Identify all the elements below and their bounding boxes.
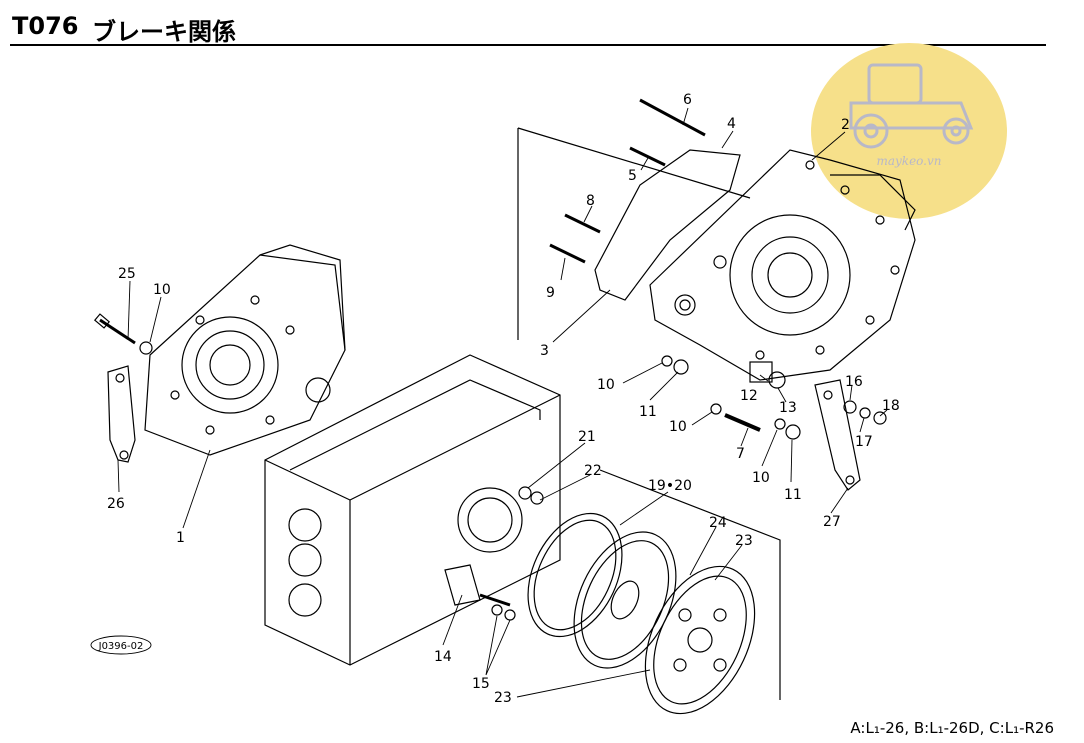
- nut-10: [139, 341, 153, 355]
- bolt-7: [724, 413, 761, 432]
- callout-7: 7: [736, 446, 745, 462]
- watermark-text: maykeo.vn: [876, 154, 941, 168]
- callout-16: 16: [845, 374, 863, 390]
- callout-1: 1: [176, 530, 185, 546]
- brake-lever-26: [107, 365, 136, 463]
- stud-6: [639, 98, 706, 137]
- callout-14: 14: [434, 649, 452, 665]
- callout-10-right: 10: [752, 470, 770, 486]
- callout-19-20: 19•20: [648, 478, 692, 494]
- plate-19-20: [527, 512, 623, 638]
- fitting-12: [749, 361, 773, 383]
- title-bar: T076 ブレーキ関係: [10, 8, 1046, 46]
- transmission-case: [264, 354, 561, 666]
- callout-12: 12: [740, 388, 758, 404]
- oring-22: [530, 491, 544, 505]
- page-code: T076: [12, 12, 79, 40]
- callout-23-top: 23: [735, 533, 753, 549]
- page-title: ブレーキ関係: [92, 18, 236, 46]
- callout-22: 22: [584, 463, 602, 479]
- nut-11b: [785, 424, 801, 440]
- brake-housing-left: [144, 244, 346, 456]
- pin-14: [444, 564, 481, 606]
- washer-10: [661, 355, 673, 367]
- callout-6: 6: [683, 92, 692, 108]
- disc-24: [573, 531, 677, 669]
- callout-13: 13: [779, 400, 797, 416]
- callout-11-mid: 11: [639, 404, 657, 420]
- model-note: A:L₁-26, B:L₁-26D, C:L₁-R26: [850, 719, 1054, 737]
- callout-18: 18: [882, 398, 900, 414]
- leader-lines: [117, 107, 888, 698]
- washer-17: [859, 407, 871, 419]
- drawing-ref-text: J0396-02: [98, 641, 144, 652]
- callout-25: 25: [118, 266, 136, 282]
- callout-21: 21: [578, 429, 596, 445]
- callout-26: 26: [107, 496, 125, 512]
- washer-10c: [774, 418, 786, 430]
- callout-10-bolt: 10: [669, 419, 687, 435]
- drawing-ref-tag: J0396-02: [90, 635, 152, 655]
- stud-8: [564, 213, 601, 234]
- callout-15: 15: [472, 676, 490, 692]
- callout-4: 4: [727, 116, 736, 132]
- callout-2: 2: [841, 117, 850, 133]
- callout-23-bottom: 23: [494, 690, 512, 706]
- stud-9: [549, 243, 586, 264]
- callout-10-mid: 10: [597, 377, 615, 393]
- callout-labels: 6 4 5 8 9 3 2 25 10 26 1 10 11 10 7 10 1…: [107, 92, 900, 706]
- seal-21: [518, 486, 532, 500]
- nut-11: [673, 359, 689, 375]
- stud-5: [629, 146, 666, 167]
- snap-ring-15: [491, 604, 503, 616]
- callout-10-left: 10: [153, 282, 171, 298]
- callout-8: 8: [586, 193, 595, 209]
- bolt-25: [99, 318, 136, 345]
- callout-24: 24: [709, 515, 727, 531]
- callout-9: 9: [546, 285, 555, 301]
- washer-10b: [710, 403, 722, 415]
- washer-16: [843, 400, 857, 414]
- brake-housing-right: [649, 149, 916, 381]
- friction-disc-23: [644, 565, 756, 715]
- callout-11-right: 11: [784, 487, 802, 503]
- nut-18: [873, 411, 887, 425]
- callout-5: 5: [628, 168, 637, 184]
- brake-lever-27: [814, 379, 861, 491]
- callout-27: 27: [823, 514, 841, 530]
- gasket-right: [830, 174, 916, 231]
- seal-13: [768, 371, 786, 389]
- callout-3: 3: [540, 343, 549, 359]
- callout-17: 17: [855, 434, 873, 450]
- gasket: [594, 149, 741, 301]
